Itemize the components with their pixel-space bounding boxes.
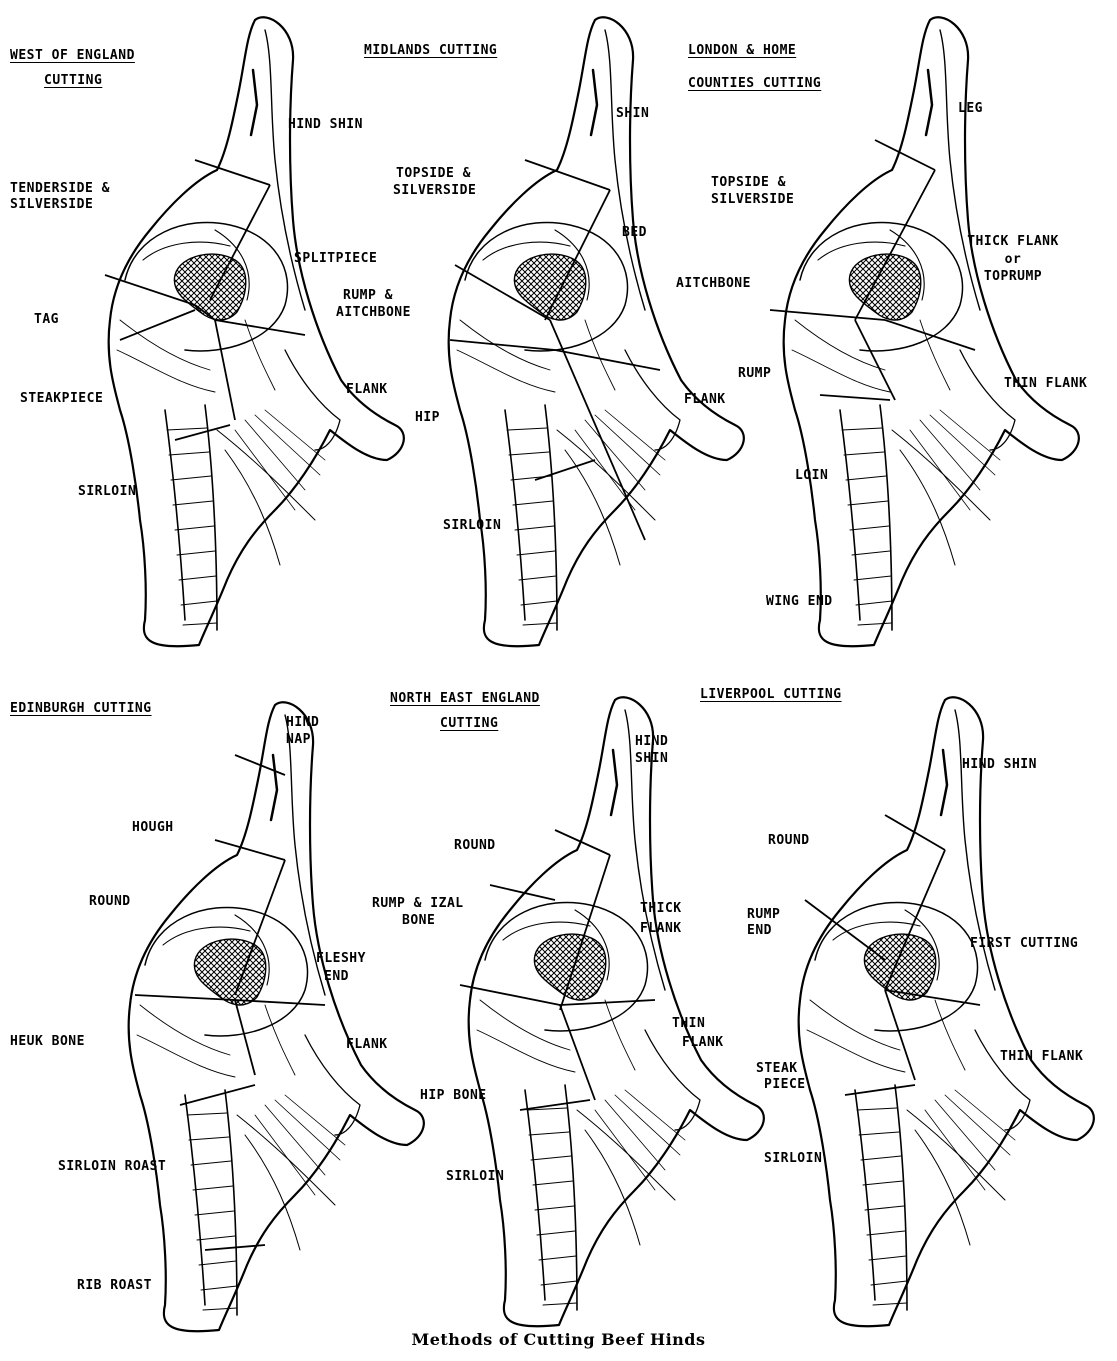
label-silverside: SILVERSIDE (711, 191, 794, 208)
panel-title-london-line2: COUNTIES CUTTING (688, 75, 821, 92)
label-thin-flank: THIN FLANK (1004, 375, 1087, 392)
label-sirloin: SIRLOIN (443, 517, 501, 534)
label-shin: SHIN (616, 105, 649, 122)
label-rib-roast: RIB ROAST (77, 1277, 152, 1294)
label-round: ROUND (454, 837, 496, 854)
figure-caption: Methods of Cutting Beef Hinds (0, 1330, 1117, 1349)
label-bed: BED (622, 224, 647, 241)
label-hip: HIP (415, 409, 440, 426)
london-home-counties-diagram (770, 17, 1079, 646)
label-topside: TOPSIDE & (396, 165, 471, 182)
label-leg: LEG (958, 100, 983, 117)
label-heuk-bone: HEUK BONE (10, 1033, 85, 1050)
liverpool-diagram (799, 697, 1094, 1326)
label-end: END (324, 968, 349, 985)
label-steakpiece: STEAKPIECE (20, 390, 103, 407)
label-hip-bone: HIP BONE (420, 1087, 487, 1104)
label-loin: LOIN (795, 467, 828, 484)
label-rump: RUMP & (343, 287, 393, 304)
label-flank: FLANK (346, 381, 388, 398)
label-hind-shin: HIND SHIN (288, 116, 363, 133)
panel-title-midlands: MIDLANDS CUTTING (364, 42, 497, 59)
label-rump: RUMP (738, 365, 771, 382)
label-shin: SHIN (635, 750, 668, 767)
north-east-england-diagram (460, 697, 764, 1326)
label-flank-2: FLANK (682, 1034, 724, 1051)
edinburgh-diagram (129, 702, 424, 1331)
label-flank: FLANK (640, 920, 682, 937)
label-sirloin: SIRLOIN (446, 1168, 504, 1185)
label-thick: THICK (640, 900, 682, 917)
label-topside: TOPSIDE & (711, 174, 786, 191)
label-sirloin: SIRLOIN (78, 483, 136, 500)
west-of-england-diagram (105, 17, 404, 646)
label-aitchbone: AITCHBONE (676, 275, 751, 292)
label-hind: HIND (286, 714, 319, 731)
label-flank: FLANK (684, 391, 726, 408)
label-rump-izal: RUMP & IZAL (372, 895, 464, 912)
label-thin: THIN (672, 1015, 705, 1032)
label-thin-flank: THIN FLANK (1000, 1048, 1083, 1065)
panel-title-west-line1: WEST OF ENGLAND (10, 47, 135, 64)
label-sirloin: SIRLOIN (764, 1150, 822, 1167)
label-flank: FLANK (346, 1036, 388, 1053)
label-or: or (955, 251, 1071, 268)
panel-title-edinburgh: EDINBURGH CUTTING (10, 700, 152, 717)
label-hough: HOUGH (132, 819, 174, 836)
label-round: ROUND (768, 832, 810, 849)
panel-title-west-line2: CUTTING (44, 72, 102, 89)
label-bone: BONE (402, 912, 435, 929)
panel-title-london-line1: LONDON & HOME (688, 42, 796, 59)
label-hind: HIND (635, 733, 668, 750)
label-aitchbone: AITCHBONE (336, 304, 411, 321)
label-thick-flank: THICK FLANK (955, 233, 1071, 250)
label-nap: NAP (286, 731, 311, 748)
label-splitpiece: SPLITPIECE (294, 250, 377, 267)
label-wing-end: WING END (766, 593, 833, 610)
label-round: ROUND (89, 893, 131, 910)
label-sirloin-roast: SIRLOIN ROAST (58, 1158, 166, 1175)
label-hind-shin: HIND SHIN (962, 756, 1037, 773)
label-piece: PIECE (764, 1076, 806, 1093)
label-silverside: SILVERSIDE (10, 196, 93, 213)
panel-title-north-east-line2: CUTTING (440, 715, 498, 732)
label-tag: TAG (34, 311, 59, 328)
panel-title-liverpool: LIVERPOOL CUTTING (700, 686, 842, 703)
label-steak: STEAK (756, 1060, 798, 1077)
label-silverside: SILVERSIDE (393, 182, 476, 199)
label-end: END (747, 922, 772, 939)
midlands-diagram (449, 17, 744, 646)
label-tenderside: TENDERSIDE & (10, 180, 110, 197)
label-toprump: TOPRUMP (955, 268, 1071, 285)
label-fleshy: FLESHY (316, 950, 366, 967)
panel-title-north-east-line1: NORTH EAST ENGLAND (390, 690, 540, 707)
label-rump: RUMP (747, 906, 780, 923)
label-first-cutting: FIRST CUTTING (970, 935, 1078, 952)
